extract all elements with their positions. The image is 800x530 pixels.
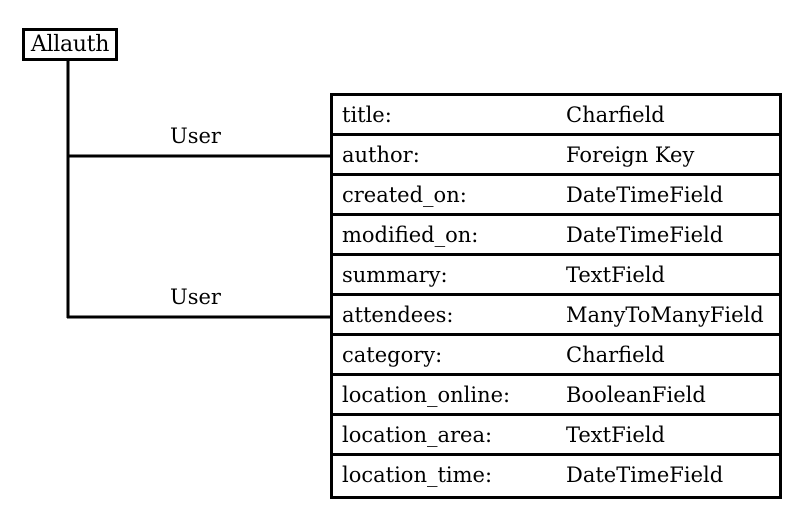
- field-name: title:: [342, 103, 392, 127]
- field-name: summary:: [342, 263, 448, 287]
- relation-label-author: User: [170, 124, 221, 148]
- field-name: attendees:: [342, 303, 454, 327]
- model-fields-table: title: Charfield author: Foreign Key cre…: [330, 93, 782, 499]
- field-type: Foreign Key: [566, 143, 695, 167]
- field-type: TextField: [566, 423, 665, 447]
- field-type: Charfield: [566, 343, 665, 367]
- field-type: Charfield: [566, 103, 665, 127]
- field-row-modified-on: modified_on: DateTimeField: [333, 216, 779, 256]
- field-name: location_area:: [342, 423, 493, 447]
- field-row-location-time: location_time: DateTimeField: [333, 456, 779, 496]
- field-type: DateTimeField: [566, 183, 724, 207]
- field-name: modified_on:: [342, 223, 479, 247]
- relation-label-attendees: User: [170, 285, 221, 309]
- field-row-created-on: created_on: DateTimeField: [333, 176, 779, 216]
- field-row-location-online: location_online: BooleanField: [333, 376, 779, 416]
- field-type: DateTimeField: [566, 463, 724, 487]
- field-type: TextField: [566, 263, 665, 287]
- field-row-author: author: Foreign Key: [333, 136, 779, 176]
- field-type: DateTimeField: [566, 223, 724, 247]
- field-row-summary: summary: TextField: [333, 256, 779, 296]
- field-row-category: category: Charfield: [333, 336, 779, 376]
- field-name: location_online:: [342, 383, 511, 407]
- field-row-location-area: location_area: TextField: [333, 416, 779, 456]
- field-type: ManyToManyField: [566, 303, 764, 327]
- field-name: created_on:: [342, 183, 467, 207]
- field-row-attendees: attendees: ManyToManyField: [333, 296, 779, 336]
- field-name: category:: [342, 343, 443, 367]
- allauth-node-label: Allauth: [30, 32, 110, 57]
- field-name: location_time:: [342, 463, 493, 487]
- allauth-node: Allauth: [22, 28, 118, 61]
- field-name: author:: [342, 143, 420, 167]
- field-type: BooleanField: [566, 383, 706, 407]
- field-row-title: title: Charfield: [333, 96, 779, 136]
